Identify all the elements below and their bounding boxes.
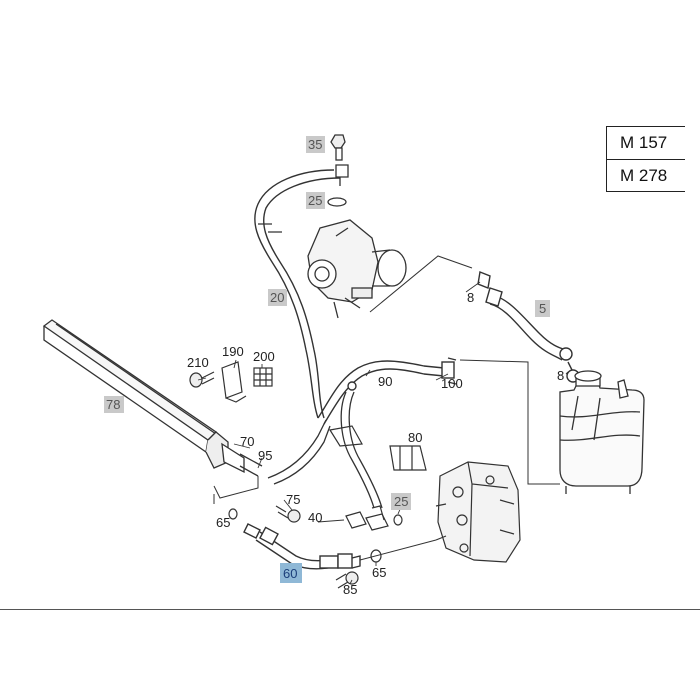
callout-40[interactable]: 40	[308, 510, 322, 525]
steering-gear	[435, 461, 521, 563]
tag-bg-78	[104, 396, 124, 413]
bolt-85	[335, 571, 359, 589]
washer-65-left	[228, 508, 238, 520]
pressure-hose-20	[254, 169, 335, 419]
callout-100[interactable]: 100	[441, 376, 463, 391]
line-bracket	[329, 425, 363, 447]
washer-25-top	[327, 197, 347, 207]
callout-65-left[interactable]: 65	[216, 515, 230, 530]
fitting-40	[345, 505, 389, 531]
callout-75[interactable]: 75	[286, 492, 300, 507]
oil-cooler-78	[42, 319, 263, 477]
leader-pump-to-clamp	[369, 255, 473, 313]
callout-190[interactable]: 190	[222, 344, 244, 359]
callout-78[interactable]: 78	[106, 397, 120, 412]
callout-8-upper[interactable]: 8	[467, 290, 474, 305]
callout-5[interactable]: 5	[539, 301, 546, 316]
model-row-2: M 278	[607, 159, 685, 191]
callout-60[interactable]: 60	[283, 566, 297, 581]
callout-25-top[interactable]: 25	[308, 193, 322, 208]
callout-65-right[interactable]: 65	[372, 565, 386, 580]
leader-reservoir	[459, 359, 560, 485]
washer-25-mid	[393, 514, 403, 526]
model-row-1: M 157	[620, 133, 668, 152]
callout-90[interactable]: 90	[378, 374, 392, 389]
callout-20[interactable]: 20	[270, 290, 284, 305]
return-hose-5	[477, 271, 580, 383]
model-table: M 157 M 278	[606, 126, 685, 192]
tag-bg-5	[535, 300, 550, 317]
fluid-reservoir	[559, 370, 645, 494]
tag-bg-60	[280, 563, 302, 583]
bracket-190	[221, 361, 247, 403]
callout-80[interactable]: 80	[408, 430, 422, 445]
tag-bg-20	[268, 289, 287, 306]
hose-60	[243, 523, 361, 570]
callout-35[interactable]: 35	[308, 137, 322, 152]
callout-85[interactable]: 85	[343, 582, 357, 597]
clip-200	[253, 367, 273, 387]
bottom-divider	[0, 609, 700, 610]
tag-bg-35	[306, 136, 325, 153]
callout-95[interactable]: 95	[258, 448, 272, 463]
tag-bg-25-top	[306, 192, 325, 209]
cooler-line-95	[267, 419, 327, 479]
lower-return-line	[340, 391, 375, 509]
callout-25-mid[interactable]: 25	[394, 494, 408, 509]
clip-80	[389, 445, 427, 471]
bolt-210	[189, 371, 215, 388]
callout-70[interactable]: 70	[240, 434, 254, 449]
callout-8-lower[interactable]: 8	[557, 368, 564, 383]
power-steering-pump	[307, 219, 407, 319]
leader-hose-60	[213, 494, 437, 561]
feed-line-90	[317, 357, 457, 425]
callout-210[interactable]: 210	[187, 355, 209, 370]
banjo-bolt-35	[330, 134, 349, 186]
bolt-75	[275, 505, 301, 523]
callout-200[interactable]: 200	[253, 349, 275, 364]
leader-cooler	[213, 476, 259, 499]
tag-bg-25-mid	[391, 493, 411, 510]
